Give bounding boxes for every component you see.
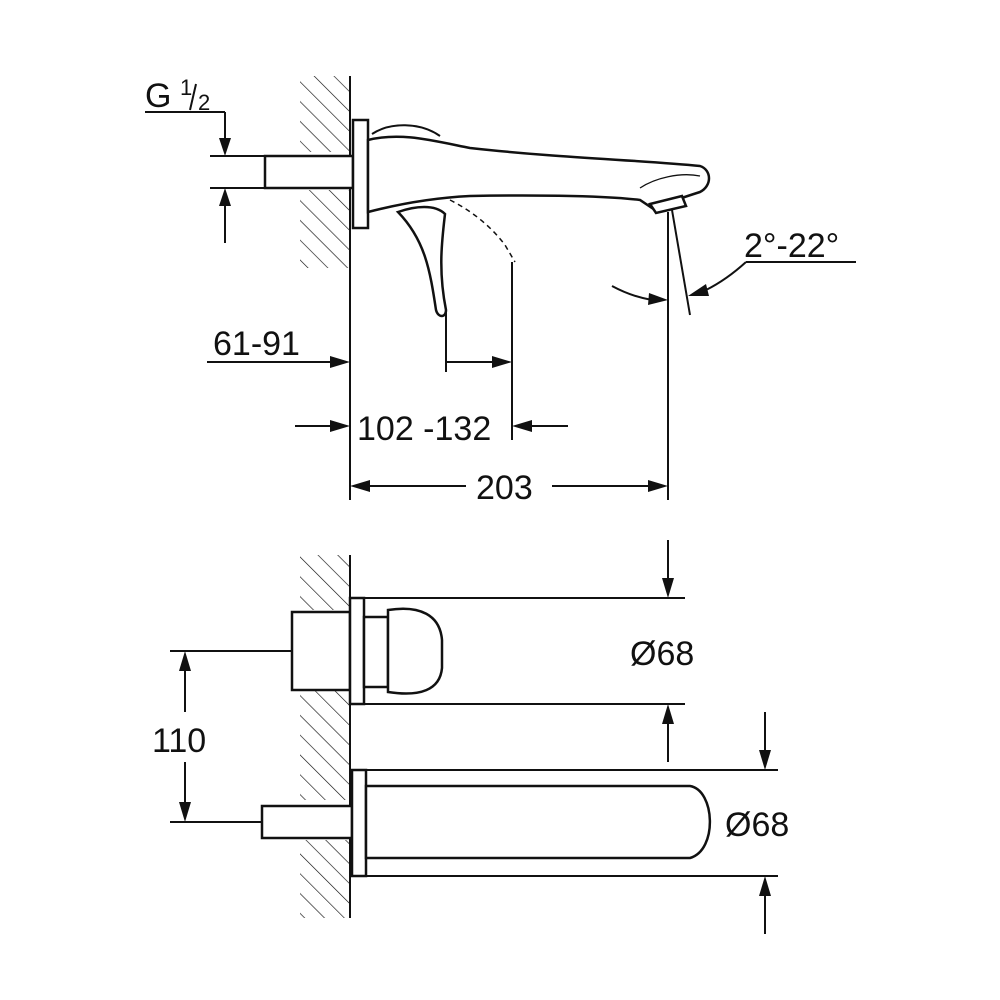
angle-arc-left [611,285,653,301]
projection-arrow-left [350,480,370,492]
thread-label-den: 2 [198,90,210,115]
angle-arc-right [705,261,747,291]
handle-diameter-label: Ø68 [630,635,694,673]
spout-body-top [364,784,712,860]
lever-range-arrow-left [330,420,350,432]
wall-hatch-top-upper [300,555,350,610]
lever-range-arrow-right [512,420,532,432]
thread-connector [263,154,355,190]
thread-label-main: G [145,77,171,115]
wall-hatch-top-middle [300,690,350,800]
spout-body [366,135,711,214]
spout-arrow-top [759,750,771,770]
wall-hatch-top-lower [300,840,350,918]
thread-arrow-top [219,138,231,156]
angle-ray [671,209,691,316]
wall-depth-arrow [330,356,350,368]
spout-diameter-label: Ø68 [725,806,789,844]
handle-arrow-bottom [662,704,674,724]
lever-alt-position [449,199,516,263]
side-view: G 1 2 61-91 102 -132 203 [145,75,856,507]
spout-connector [260,804,354,840]
wall-depth-label: 61-91 [213,325,300,363]
handle-body [290,610,352,692]
center-distance-label: 110 [152,722,206,760]
spout-arrow-bottom [759,876,771,896]
spout-rosette [350,768,368,878]
wall-rosette [351,118,370,230]
center-arrow-top [179,651,191,671]
handle-rosette [348,596,366,706]
lever-offset-arrow [492,356,512,368]
angle-arrow-right [688,284,709,296]
spout-cap [371,124,441,137]
aerator-tip-detail [639,174,701,189]
wall-hatch-lower [300,190,350,268]
wall-hatch-upper [300,76,350,152]
lever-range-label: 102 -132 [357,410,491,448]
thread-label-num: 1 [180,75,192,100]
handle-stem [362,615,390,689]
angle-label: 2°-22° [744,227,839,265]
lever-handle [395,205,448,318]
center-arrow-bottom [179,802,191,822]
projection-arrow-right [648,480,668,492]
handle-arrow-top [662,578,674,598]
thread-arrow-bottom [219,188,231,206]
top-view: Ø68 Ø68 110 [152,540,789,934]
projection-label: 203 [476,469,533,507]
thread-fraction-slash [189,83,197,111]
aerator [647,194,688,215]
angle-arrow-left [648,293,668,305]
handle-lever [386,607,444,695]
